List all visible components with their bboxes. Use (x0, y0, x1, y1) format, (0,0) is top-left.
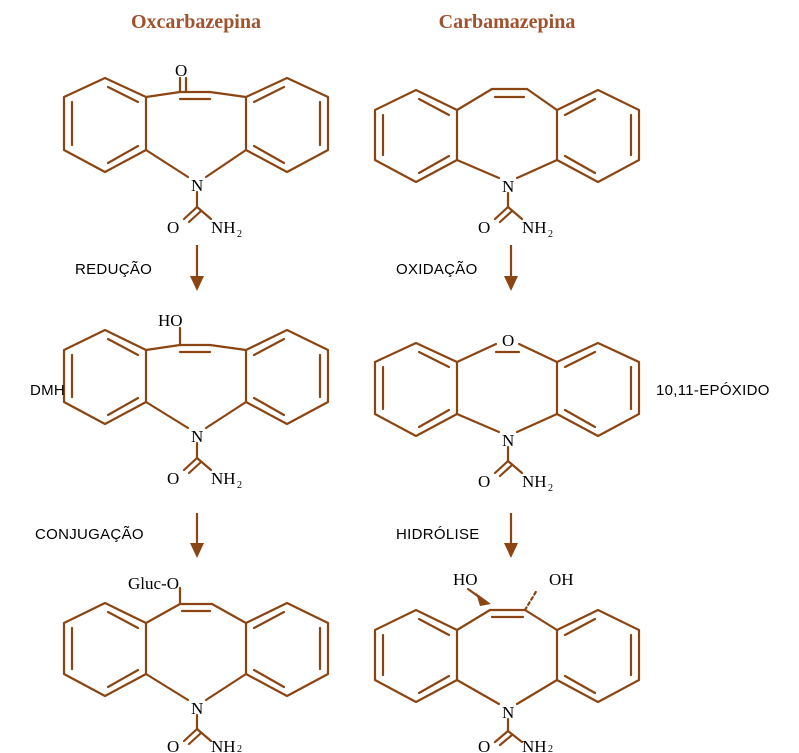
arrowhead-oxidacao (504, 276, 518, 291)
atom-N: N (502, 431, 514, 450)
structure-dmh (62, 326, 330, 475)
atom-subscript-2: 2 (548, 483, 553, 494)
atom-O-epoxide: O (502, 331, 514, 350)
atom-NH: NH (522, 472, 547, 491)
title-oxcarbazepina: Oxcarbazepina (131, 11, 261, 33)
atom-O-carbonyl: O (167, 737, 179, 753)
atom-NH: NH (522, 737, 547, 753)
structure-diol (373, 588, 641, 747)
atom-N: N (191, 176, 203, 195)
arrowhead-hidrolise (504, 543, 518, 558)
atom-subscript-2: 2 (237, 744, 242, 753)
atom-O-carbonyl: O (478, 472, 490, 491)
atom-subscript-2: 2 (548, 744, 553, 753)
step-oxidacao: OXIDAÇÃO (396, 261, 478, 278)
atom-NH: NH (522, 218, 547, 237)
step-conjugacao: CONJUGAÇÃO (35, 526, 144, 543)
atom-subscript-2: 2 (548, 229, 553, 240)
atom-subscript-2: 2 (237, 229, 242, 240)
atom-OH-diol: OH (549, 570, 574, 589)
structure-oxcarbazepine (62, 76, 330, 224)
atom-O-carbonyl: O (478, 218, 490, 237)
structure-glucuronide (62, 586, 330, 746)
arrowhead-conjugacao (190, 543, 204, 558)
step-hidrolise: HIDRÓLISE (396, 526, 480, 543)
atom-HO: HO (158, 311, 183, 330)
atom-N: N (191, 699, 203, 718)
step-reducao: REDUÇÃO (75, 261, 152, 278)
atom-HO-diol: HO (453, 570, 478, 589)
atom-NH: NH (211, 469, 236, 488)
atom-NH: NH (211, 218, 236, 237)
wedge-bond-ho-line (466, 587, 488, 604)
arrowhead-reducao (190, 276, 204, 291)
atom-subscript-2: 2 (237, 480, 242, 491)
atom-N: N (502, 177, 514, 196)
atom-N: N (191, 427, 203, 446)
label-10-11-epoxido: 10,11-EPÓXIDO (656, 382, 770, 399)
atom-NH: NH (211, 737, 236, 753)
structure-epoxide (373, 341, 641, 478)
title-carbamazepina: Carbamazepina (439, 11, 576, 33)
atom-O-carbonyl: O (167, 469, 179, 488)
atom-gluc-o: Gluc-O (128, 574, 179, 593)
atom-O-carbonyl: O (478, 737, 490, 753)
atom-N: N (502, 703, 514, 722)
atom-O-carbonyl: O (167, 218, 179, 237)
atom-O-keto: O (175, 61, 187, 80)
label-dmh: DMH (30, 382, 65, 399)
structure-carbamazepine (373, 87, 641, 224)
